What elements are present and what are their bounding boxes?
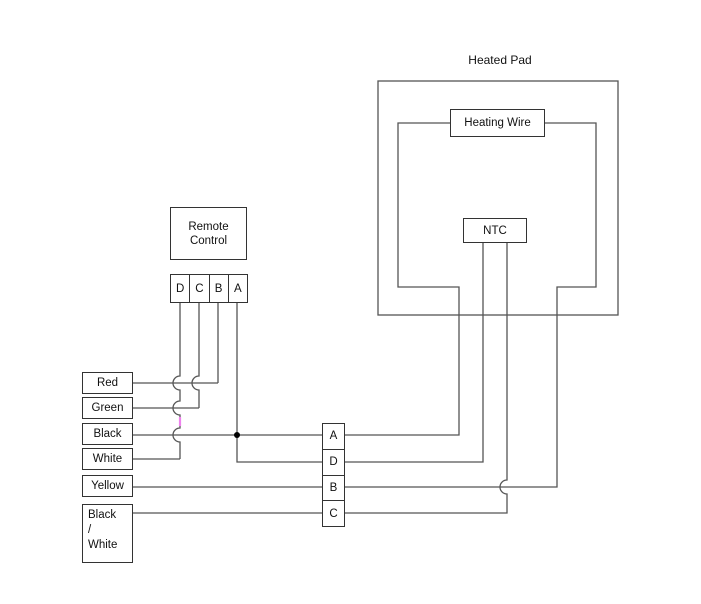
wire-heating-left [345,122,460,436]
pad-connector-c: C [329,507,338,520]
ntc-box: NTC [463,218,527,243]
wire-pin-a [236,303,322,463]
remote-control-label-line2: Control [189,234,228,247]
remote-pin-d: D [171,275,191,302]
heating-wire-box: Heating Wire [450,109,545,137]
pad-connector-d: D [323,450,344,476]
heating-wire-label: Heating Wire [464,117,531,129]
remote-control-label-line1: Remote [188,220,229,233]
ntc-label: NTC [483,224,507,237]
wire-label-yellow: Yellow [82,475,133,497]
wire-ntc-right [345,243,508,514]
remote-pin-b: B [210,275,229,302]
remote-pin-c: C [190,275,210,302]
wire-label-green: Green [82,397,133,419]
remote-pin-a: A [234,282,242,295]
wire-label-black-white: Black / White [82,504,133,563]
wire-heating-right [345,122,597,488]
pad-connector-a: A [323,424,344,450]
wire-label-red: Red [82,372,133,394]
remote-control-box: Remote Control [170,207,247,260]
bw-line2: / [88,524,92,536]
wire-pin-d [172,303,181,459]
wire-pin-c [191,303,200,408]
pad-connector-b: B [323,476,344,502]
wire-label-white: White [82,448,133,470]
remote-pin-strip: D C B A [170,274,248,303]
wire-label-black: Black [82,423,133,445]
wire-ntc-left [345,243,484,463]
heated-pad-outline [377,80,619,316]
junction-dot [234,432,240,438]
bw-line1: Black [88,509,117,521]
bw-line3: White [88,539,118,551]
heated-pad-label: Heated Pad [468,53,532,67]
pad-connector-strip: A D B C [322,423,345,527]
